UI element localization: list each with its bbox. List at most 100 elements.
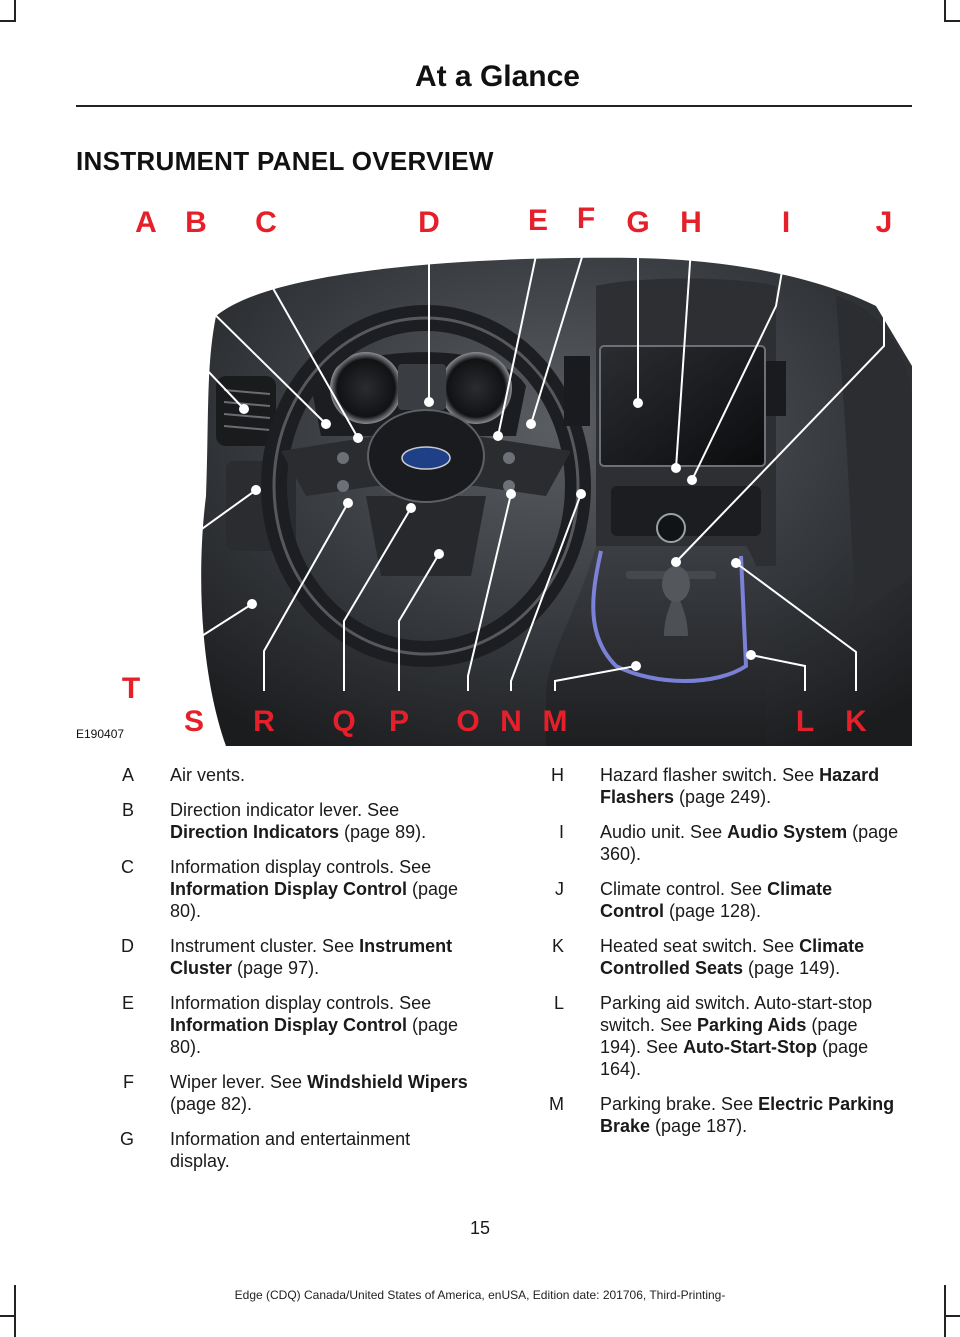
callout-leader-q [343, 507, 412, 691]
cross-reference: Windshield Wipers [307, 1072, 468, 1092]
callout-point-f [526, 419, 536, 429]
description-text: (page 97). [232, 958, 320, 978]
description-text: Information and entertainment display. [170, 1129, 411, 1171]
callout-leader-i [691, 247, 787, 481]
callout-point-c [353, 433, 363, 443]
description-text: (page 128). [663, 901, 762, 921]
legend-letter: C [121, 857, 134, 877]
legend-letter: L [553, 993, 564, 1013]
legend-letter: B [121, 800, 134, 820]
callout-point-t [251, 485, 261, 495]
legend-entry-c: C Information display controls. See Infor… [100, 856, 480, 922]
legend-description: Wiper lever. See Windshield Wipers (page… [170, 1071, 470, 1115]
page-header-title: At a Glance [414, 60, 580, 93]
callout-label-f: F [577, 202, 595, 235]
legend-entry-e: E Information display controls. See Infor… [100, 992, 480, 1058]
callout-label-a: A [135, 206, 157, 239]
callout-label-l: L [796, 705, 814, 738]
callout-leader-a [145, 248, 245, 410]
callout-label-s: S [184, 705, 204, 738]
crop-mark-bottom-left-horizontal [0, 1315, 16, 1317]
crop-mark-top-right-vertical [944, 0, 946, 20]
callout-point-q [406, 503, 416, 513]
legend-letter: H [551, 765, 564, 785]
callout-point-n [576, 489, 586, 499]
callout-point-s [247, 599, 257, 609]
callout-point-j [671, 557, 681, 567]
callout-point-i [687, 475, 697, 485]
description-text: (page 80). [170, 879, 459, 921]
cross-reference: Hazard Flashers [600, 765, 880, 807]
cross-reference: Climate Controlled Seats [600, 936, 865, 978]
crop-mark-bottom-left-vertical [14, 1285, 16, 1337]
callout-label-o: O [456, 705, 479, 738]
description-text: Heated seat switch. See [600, 936, 800, 956]
callout-label-p: P [389, 705, 409, 738]
crop-mark-top-right-horizontal [944, 20, 960, 22]
callout-label-t: T [122, 672, 140, 705]
crop-mark-top-left-vertical [14, 0, 16, 20]
description-text: (page 82). [170, 1094, 253, 1114]
callout-leader-n [510, 493, 582, 691]
legend-description: Parking brake. See Electric Parking Brak… [600, 1093, 900, 1137]
description-text: Information display controls. See [170, 857, 432, 877]
legend-description: Information display controls. See Inform… [170, 856, 470, 922]
legend-description: Air vents. [170, 764, 470, 786]
legend-description: Climate control. See Climate Control (pa… [600, 878, 900, 922]
legend-entry-j: J Climate control. See Climate Control (p… [530, 878, 910, 922]
callout-label-b: B [185, 206, 207, 239]
legend-letter: D [121, 936, 134, 956]
legend-letter: J [555, 879, 564, 899]
callout-point-m [631, 661, 641, 671]
callout-point-l [746, 650, 756, 660]
crop-mark-bottom-right-vertical [944, 1285, 946, 1337]
description-text: (page 187). [650, 1116, 748, 1136]
legend-entry-f: F Wiper lever. See Windshield Wipers (pag… [100, 1071, 480, 1115]
crop-mark-bottom-right-horizontal [944, 1315, 960, 1317]
callout-point-e [493, 431, 503, 441]
cross-reference: Audio System [727, 822, 848, 842]
legend-letter: F [123, 1072, 134, 1092]
description-text: Climate control. See [600, 879, 768, 899]
instrument-cluster-graphic [311, 352, 526, 436]
callout-label-h: H [680, 206, 702, 239]
callout-point-o [506, 489, 516, 499]
figure-id: E190407 [76, 727, 125, 741]
callout-label-c: C [255, 206, 277, 239]
legend-letter: E [121, 993, 134, 1013]
description-text: Information display controls. See [170, 993, 432, 1013]
cross-reference: Direction Indicators [170, 822, 340, 842]
callout-label-n: N [500, 705, 522, 738]
callout-leader-c [265, 248, 359, 439]
callout-point-d [424, 397, 434, 407]
cross-reference: Instrument Cluster [170, 936, 453, 978]
legend-entry-k: K Heated seat switch. See Climate Control… [530, 935, 910, 979]
description-text: Hazard flasher switch. See [600, 765, 820, 785]
legend-entry-g: G Information and entertainment display. [100, 1128, 480, 1172]
callout-leaders [130, 243, 885, 691]
callout-leader-f [530, 243, 587, 425]
legend-letter: M [549, 1094, 564, 1114]
legend-description: Direction indicator lever. See Direction… [170, 799, 470, 843]
callout-point-g [633, 398, 643, 408]
legend-right-column: H Hazard flasher switch. See Hazard Flash… [530, 764, 910, 1150]
cross-reference: Parking Aids [697, 1015, 807, 1035]
legend-description: Information and entertainment display. [170, 1128, 470, 1172]
legend-description: Instrument cluster. See Instrument Clust… [170, 935, 470, 979]
cross-reference: Information Display Control [170, 1015, 408, 1035]
crop-mark-top-left-horizontal [0, 20, 16, 22]
cross-reference: Climate Control [600, 879, 833, 921]
callout-leader-s [193, 603, 253, 691]
section-title: INSTRUMENT PANEL OVERVIEW [76, 146, 494, 176]
legend-letter: G [119, 1129, 134, 1149]
description-text: (page 194). See [600, 1015, 858, 1057]
callout-label-m: M [543, 705, 568, 738]
callout-label-d: D [418, 206, 440, 239]
callout-leader-t [130, 489, 257, 658]
legend-letter: K [551, 936, 564, 956]
description-text: (page 149). [743, 958, 841, 978]
